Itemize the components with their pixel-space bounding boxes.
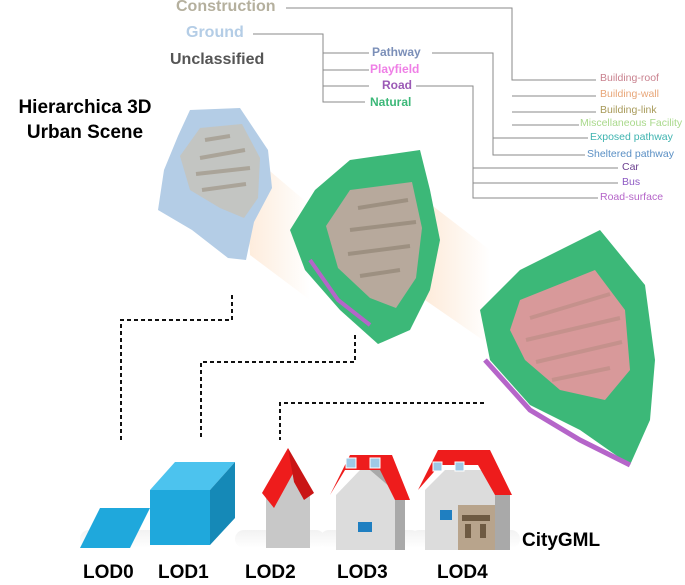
level1-label-ground: Ground	[186, 24, 244, 41]
lod-connectors	[120, 295, 484, 440]
scene-level3	[480, 230, 655, 468]
lod3-model	[330, 455, 410, 550]
projection-beam	[425, 200, 490, 345]
level3-label-misc-facility: Miscellaneous Facility	[580, 117, 683, 129]
level3-label-exposed-pathway: Exposed pathway	[590, 131, 673, 143]
scene-title-line: Urban Scene	[26, 122, 144, 143]
citygml-label: CityGML	[522, 530, 601, 551]
lod-label-0: LOD0	[83, 562, 134, 583]
level3-label-car: Car	[622, 161, 639, 173]
level3-label-bus: Bus	[622, 176, 641, 188]
level3-label-building-wall: Building-wall	[600, 88, 659, 100]
lod-label-2: LOD2	[245, 562, 296, 583]
level3-label-building-roof: Building-roof	[600, 72, 659, 84]
scene-level2	[290, 150, 440, 344]
level1-label-construction: Construction	[176, 0, 276, 15]
scene-title: Hierarchica 3D Urban Scene	[0, 95, 170, 145]
lod4-model	[418, 450, 512, 550]
lod0-model	[80, 508, 150, 548]
level3-label-building-link: Building-link	[600, 104, 657, 116]
lod-label-1: LOD1	[158, 562, 209, 583]
lod1-model	[150, 462, 235, 545]
level3-label-road-surface: Road-surface	[600, 191, 664, 203]
level1-label-unclassified: Unclassified	[170, 51, 265, 68]
level3-label-sheltered-pathway: Sheltered pathway	[587, 148, 674, 160]
level2-label-pathway: Pathway	[372, 45, 421, 59]
hierarchy-connectors	[253, 7, 618, 199]
lod2-model	[262, 448, 314, 548]
scene-ground	[158, 108, 272, 260]
level2-label-road: Road	[382, 78, 412, 92]
lod-label-3: LOD3	[337, 562, 388, 583]
scene-title-line: Hierarchica 3D	[18, 97, 152, 118]
level2-label-playfield: Playfield	[370, 62, 420, 76]
lod-label-4: LOD4	[437, 562, 488, 583]
level2-label-natural: Natural	[370, 95, 412, 109]
